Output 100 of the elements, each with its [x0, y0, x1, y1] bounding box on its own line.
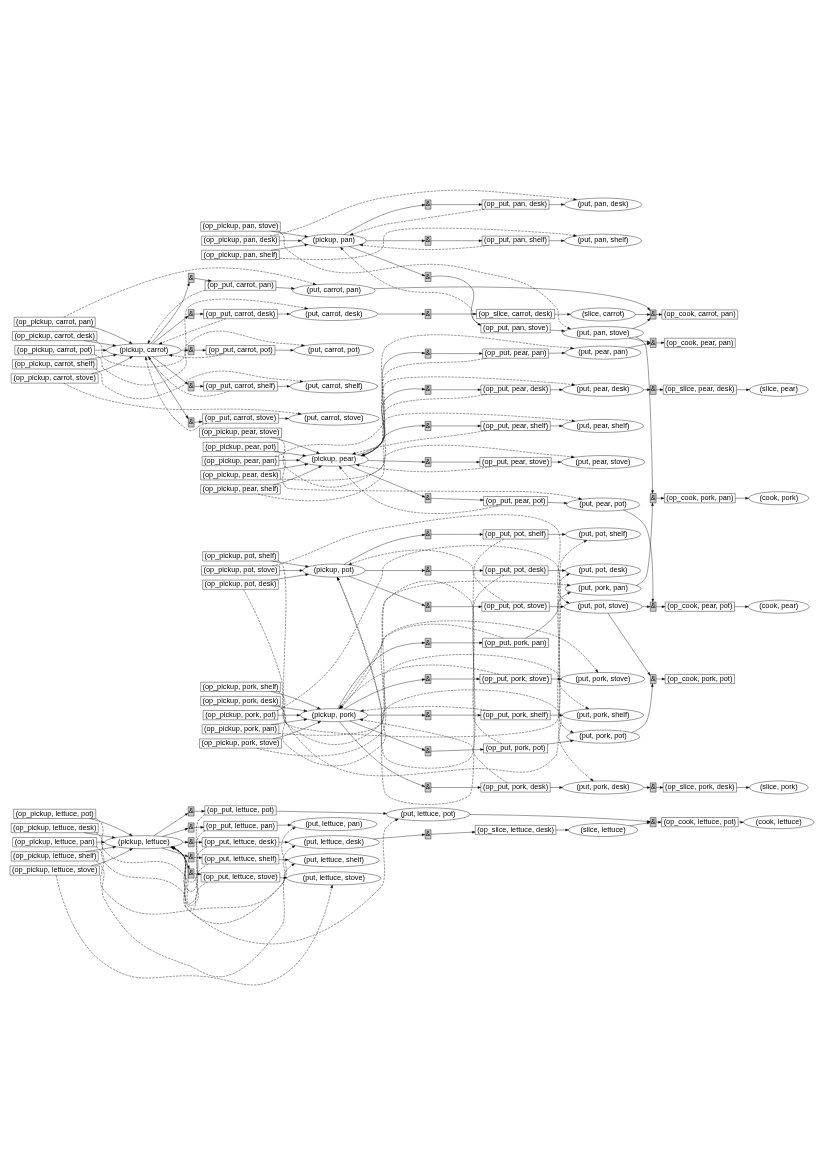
arrow	[349, 246, 426, 277]
arrow	[348, 576, 426, 606]
arrow	[430, 713, 482, 717]
arrow	[430, 460, 480, 464]
arrow	[547, 569, 566, 572]
arrow	[430, 424, 482, 428]
arrow	[629, 821, 651, 826]
arrow	[547, 533, 566, 536]
arrow	[655, 820, 662, 824]
arrow	[655, 313, 663, 316]
arrow	[278, 858, 289, 861]
arrow	[277, 713, 301, 717]
arrow	[271, 243, 308, 251]
arrow	[96, 826, 296, 915]
arrow	[655, 786, 664, 789]
arrow	[359, 243, 490, 250]
arrow	[278, 231, 571, 330]
arrow	[738, 820, 744, 824]
arrow	[655, 341, 665, 345]
arrow	[95, 298, 309, 368]
arrow	[158, 318, 227, 345]
arrow	[257, 412, 576, 501]
arrow	[430, 641, 483, 645]
arrow	[91, 356, 133, 375]
arrow	[153, 812, 189, 837]
arrow	[430, 786, 482, 789]
arrow	[278, 841, 289, 844]
arrow	[96, 860, 295, 977]
arrow	[623, 509, 655, 603]
arrow	[344, 678, 426, 710]
arrow	[170, 814, 205, 883]
arrow	[655, 605, 666, 608]
arrow	[344, 204, 426, 235]
arrow	[148, 356, 230, 397]
arrow	[269, 189, 577, 237]
arrow	[169, 847, 190, 869]
arrow	[430, 605, 482, 608]
arrow	[550, 786, 563, 789]
arrow	[348, 549, 506, 603]
arrow	[430, 830, 476, 835]
arrow	[268, 463, 309, 471]
arrow	[95, 368, 304, 399]
arrow	[279, 876, 288, 880]
arrow	[655, 677, 666, 681]
arrow	[339, 721, 426, 787]
arrow	[547, 739, 574, 745]
arrow	[655, 388, 664, 391]
arrow	[278, 689, 594, 782]
arrow	[430, 388, 482, 391]
arrow	[96, 841, 105, 844]
arrow	[340, 247, 481, 326]
arrow	[193, 278, 212, 282]
arrow	[193, 385, 204, 388]
arrow	[373, 286, 651, 311]
arrow	[355, 464, 491, 472]
arrow	[548, 239, 565, 242]
arrow	[148, 356, 189, 419]
arrow	[628, 337, 651, 343]
arrow	[632, 318, 651, 329]
arrow	[94, 330, 305, 386]
arrow	[343, 533, 426, 565]
arrow	[367, 460, 426, 464]
arrow	[550, 713, 563, 717]
arrow	[430, 533, 484, 536]
arrow	[734, 605, 749, 608]
arrow	[193, 420, 203, 424]
arrow	[352, 430, 488, 455]
arrow	[655, 497, 665, 500]
arrow	[550, 329, 565, 332]
arrow	[256, 620, 599, 757]
arrow	[430, 352, 483, 355]
arrow	[339, 466, 499, 514]
arrow	[147, 290, 206, 344]
arrow	[271, 231, 308, 238]
arrow	[430, 203, 483, 206]
arrow	[430, 239, 483, 242]
arrow	[643, 388, 651, 391]
arrow	[430, 677, 480, 681]
arrow	[89, 818, 133, 837]
arrow	[95, 818, 399, 945]
arrow	[364, 569, 426, 572]
arrow	[271, 718, 308, 725]
arrow	[168, 354, 222, 358]
arrow	[360, 706, 490, 712]
arrow	[162, 828, 189, 837]
arrow	[280, 376, 576, 481]
arrow	[171, 830, 206, 892]
arrow	[83, 340, 117, 347]
arrow	[271, 514, 570, 604]
arrow	[182, 841, 189, 844]
arrow	[278, 417, 289, 420]
arrow	[152, 315, 189, 344]
arrow	[547, 501, 568, 505]
arrow	[367, 713, 426, 717]
arrow	[636, 502, 654, 586]
arrow	[89, 326, 133, 345]
arrow	[469, 814, 651, 823]
arrow	[275, 287, 295, 290]
arrow	[628, 342, 651, 348]
arrow	[278, 459, 300, 462]
